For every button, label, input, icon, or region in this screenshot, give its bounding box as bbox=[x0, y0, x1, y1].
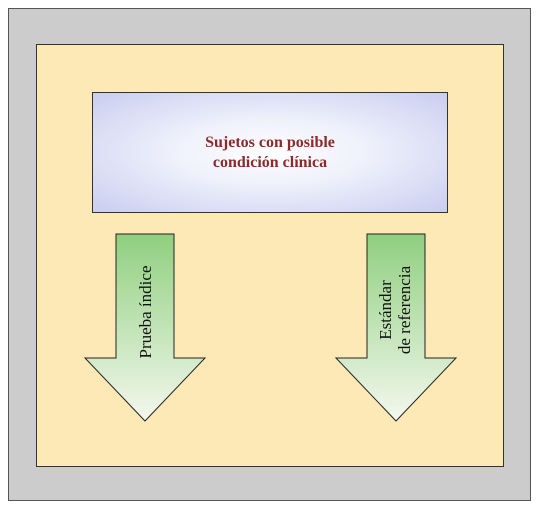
reference-standard-arrow bbox=[334, 233, 458, 422]
reference-standard-label-line1: Estándar bbox=[376, 280, 395, 340]
index-test-arrow bbox=[83, 233, 207, 422]
index-test-label: Prueba índice bbox=[136, 266, 155, 359]
subjects-label-line2: condición clínica bbox=[212, 153, 328, 171]
subjects-label-line1: Sujetos con posible bbox=[205, 133, 335, 151]
reference-standard-label-line2: de referencia bbox=[395, 265, 414, 354]
subjects-box: Sujetos con posible condición clínica bbox=[92, 92, 448, 213]
